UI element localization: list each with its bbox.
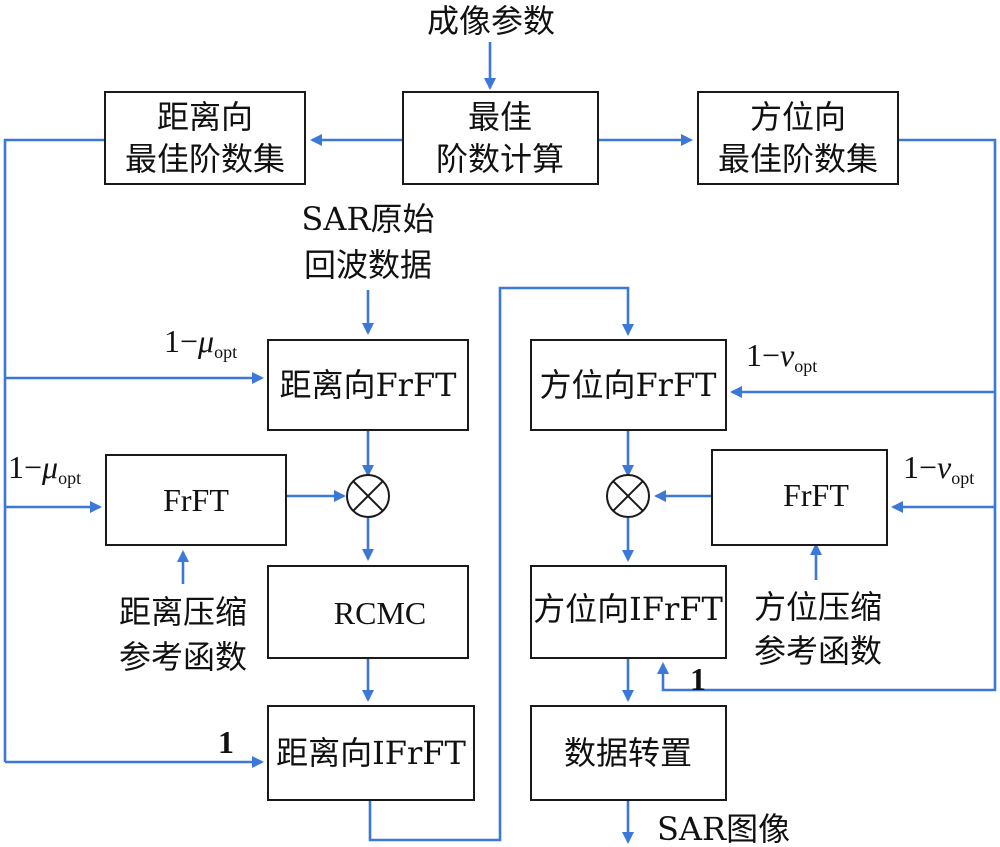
azimuth-ifrft-label: 方位向IFrFT: [533, 590, 723, 628]
data-transpose-box: 数据转置: [530, 705, 727, 801]
range-multiplier-icon: [346, 474, 390, 518]
range-order-set-box: 距离向 最佳阶数集: [104, 91, 306, 185]
azimuth-ifrft-order-one: 1: [690, 661, 706, 697]
azimuth-multiplier-icon: [606, 474, 650, 518]
frft-right-box: FrFT: [711, 449, 888, 546]
range-compress-ref-line2: 参考函数: [119, 638, 247, 676]
range-frft-box: 距离向FrFT: [267, 339, 469, 431]
arrow-range-ifrft-to-azimuth-frft: [368, 286, 634, 842]
range-ifrft-label: 距离向IFrFT: [276, 734, 466, 772]
frft-left-label: FrFT: [163, 482, 229, 518]
range-ifrft-box: 距离向IFrFT: [267, 705, 475, 801]
nu-param-label-top: 1−vopt: [746, 337, 817, 376]
mu-param-label-bottom: 1−μopt: [8, 449, 81, 488]
mu-param-label-top: 1−μopt: [164, 323, 237, 362]
optimal-order-calc-line2: 阶数计算: [436, 140, 564, 178]
sar-raw-data-line1: SAR原始: [301, 200, 434, 238]
range-frft-label: 距离向FrFT: [279, 366, 457, 404]
rcmc-box: RCMC: [267, 565, 469, 659]
azimuth-order-set-line1: 方位向: [750, 98, 846, 136]
azimuth-frft-box: 方位向FrFT: [530, 339, 727, 431]
frft-left-box: FrFT: [105, 454, 287, 546]
azimuth-bus: [657, 138, 997, 692]
azimuth-order-set-box: 方位向 最佳阶数集: [697, 91, 899, 185]
azimuth-compress-ref-line2: 参考函数: [754, 632, 882, 670]
azimuth-ifrft-box: 方位向IFrFT: [530, 565, 727, 659]
range-bus: [3, 138, 105, 762]
range-ifrft-order-one: 1: [218, 724, 234, 760]
azimuth-frft-label: 方位向FrFT: [539, 366, 717, 404]
range-order-set-line2: 最佳阶数集: [125, 140, 285, 178]
azimuth-order-set-line2: 最佳阶数集: [718, 140, 878, 178]
range-order-set-line1: 距离向: [157, 98, 253, 136]
frft-right-label: FrFT: [783, 477, 849, 513]
azimuth-compress-ref-line1: 方位压缩: [754, 588, 882, 626]
sar-image-label: SAR图像: [657, 810, 790, 847]
imaging-params-label: 成像参数: [427, 2, 555, 40]
connectors: [3, 42, 997, 844]
data-transpose-label: 数据转置: [564, 734, 692, 772]
optimal-order-calc-line1: 最佳: [468, 98, 532, 136]
range-compress-ref-line1: 距离压缩: [119, 593, 247, 631]
sar-raw-data-line2: 回波数据: [304, 246, 432, 284]
optimal-order-calc-box: 最佳 阶数计算: [402, 91, 599, 185]
rcmc-label: RCMC: [334, 595, 426, 631]
nu-param-label-bottom: 1−vopt: [903, 449, 974, 488]
